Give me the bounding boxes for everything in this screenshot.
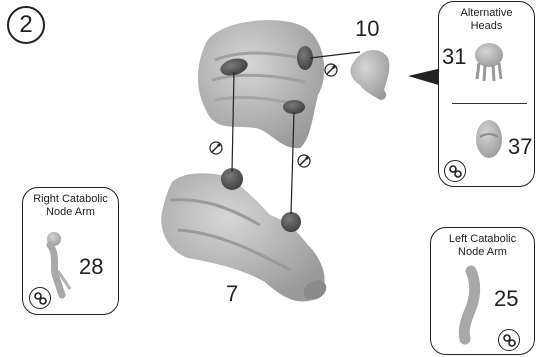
glue-drop-icon [209, 141, 223, 155]
right-arm-number: 28 [79, 254, 104, 279]
step-number-badge: 2 [7, 6, 45, 44]
connector-line-head [309, 51, 361, 59]
glue-drop-icon [297, 154, 311, 168]
part-number-body: 7 [226, 281, 239, 306]
connector-line-right [290, 111, 295, 215]
left-arm-callout: Left Catabolic Node Arm 25 [430, 227, 535, 355]
socket-right [283, 100, 305, 114]
carapace-part [198, 20, 325, 149]
alt-head-a-illustration [475, 43, 503, 82]
connector-line-left [231, 71, 235, 173]
right-arm-illustration [46, 232, 72, 299]
callout-divider [452, 103, 527, 104]
gears-icon [29, 287, 51, 309]
part-number-head: 10 [355, 16, 380, 41]
socket-head [297, 46, 313, 70]
gears-icon [444, 160, 466, 182]
gears-icon [498, 329, 520, 351]
left-arm-number: 25 [494, 286, 519, 311]
alt-head-number-b: 37 [508, 134, 533, 159]
left-arm-illustration [458, 265, 481, 345]
callout-pointer [408, 68, 442, 86]
alt-head-number-a: 31 [442, 44, 467, 69]
body-part-7 [161, 173, 327, 302]
left-arm-title: Left Catabolic Node Arm [448, 233, 517, 258]
joint-right [281, 212, 301, 232]
right-arm-title: Right Catabolic Node Arm [33, 193, 108, 218]
socket-left [220, 58, 248, 76]
joint-left [221, 168, 243, 190]
glue-drop-icon [324, 63, 338, 77]
alternative-heads-callout: Alternative Heads 31 37 [438, 1, 535, 187]
alt-head-b-illustration [476, 120, 502, 158]
alternative-heads-title: Alternative Heads [460, 7, 513, 32]
head-part-10 [350, 49, 390, 100]
right-arm-callout: Right Catabolic Node Arm 28 [22, 187, 119, 315]
step-number: 2 [19, 11, 33, 38]
